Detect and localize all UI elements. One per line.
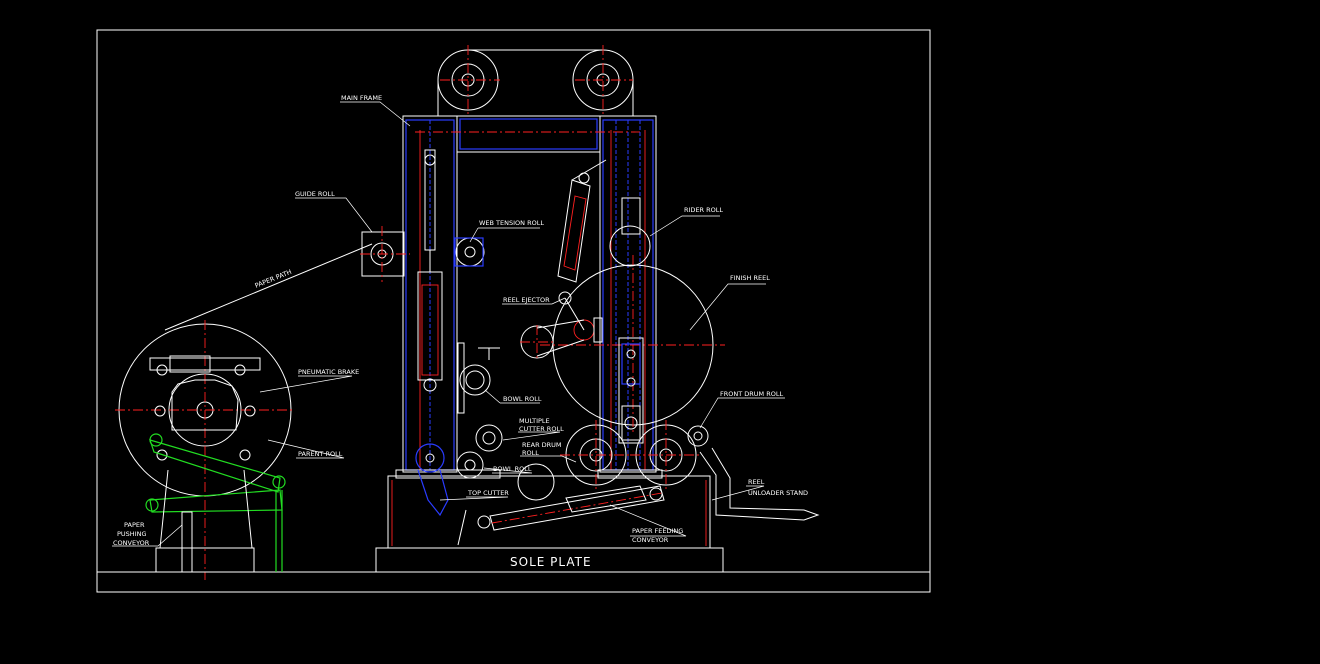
label-paper-pushing-3: CONVEYOR: [113, 539, 150, 547]
label-finish-reel: FINISH REEL: [730, 274, 770, 282]
parent-roll-stand: [155, 469, 255, 573]
label-paper-pushing-1: PAPER: [124, 521, 145, 529]
label-rear-drum-2: ROLL: [522, 449, 539, 457]
reel-ejector: [520, 297, 603, 360]
leader-lines: [112, 101, 785, 547]
label-pneumatic-brake: PNEUMATIC BRAKE: [298, 368, 359, 376]
left-cylinder: [417, 149, 443, 392]
web-tension-roll: [454, 237, 485, 267]
bowl-roll-lower: [456, 451, 555, 501]
main-frame: [395, 115, 663, 479]
drawing-border: [96, 29, 931, 593]
label-paper-feeding-2: CONVEYOR: [632, 536, 669, 544]
bowl-roll-upper: [457, 342, 500, 414]
label-bowl-roll-lower: BOWL ROLL: [493, 465, 532, 473]
label-main-frame: MAIN FRAME: [341, 94, 382, 102]
rear-drum-roll: [560, 420, 632, 490]
guide-roll: [360, 226, 410, 282]
label-front-drum-roll: FRONT DRUM ROLL: [720, 390, 783, 398]
top-pulleys: [437, 45, 634, 116]
label-web-tension-roll: WEB TENSION ROLL: [479, 219, 544, 227]
paper-path-line: [164, 243, 373, 331]
multiple-cutter-roll: [475, 424, 503, 452]
label-multiple-cutter-1: MULTIPLE: [519, 417, 550, 425]
center-carriage: [618, 337, 644, 444]
label-bowl-roll-upper: BOWL ROLL: [503, 395, 542, 403]
rider-roll: [609, 225, 651, 267]
label-guide-roll: GUIDE ROLL: [295, 190, 335, 198]
label-reel-ejector: REEL EJECTOR: [503, 296, 550, 304]
label-multiple-cutter-2: CUTTER ROLL: [519, 425, 564, 433]
label-top-cutter: TOP CUTTER: [467, 489, 509, 497]
label-unloader-stand: UNLOADER STAND: [748, 489, 808, 497]
pneumatic-brake: [149, 355, 261, 431]
label-rider-roll: RIDER ROLL: [684, 206, 723, 214]
unloader-stand: [699, 447, 820, 521]
rider-roll-cylinder: [557, 159, 641, 305]
label-sole-plate: SOLE PLATE: [510, 555, 592, 569]
paper-pushing-conveyor: [145, 433, 286, 573]
label-paper-feeding-1: PAPER FEEDING: [632, 527, 683, 535]
label-rear-drum-1: REAR DRUM: [522, 441, 562, 449]
label-reel: REEL: [748, 478, 765, 486]
label-paper-pushing-2: PUSHING: [117, 530, 147, 538]
paper-feeding-conveyor: [457, 485, 665, 546]
front-drum-roll: [630, 420, 709, 490]
top-cutter: [415, 443, 449, 517]
finish-reel: [540, 255, 725, 435]
label-parent-roll: PARENT ROLL: [298, 450, 343, 458]
sole-plate: [375, 475, 724, 573]
